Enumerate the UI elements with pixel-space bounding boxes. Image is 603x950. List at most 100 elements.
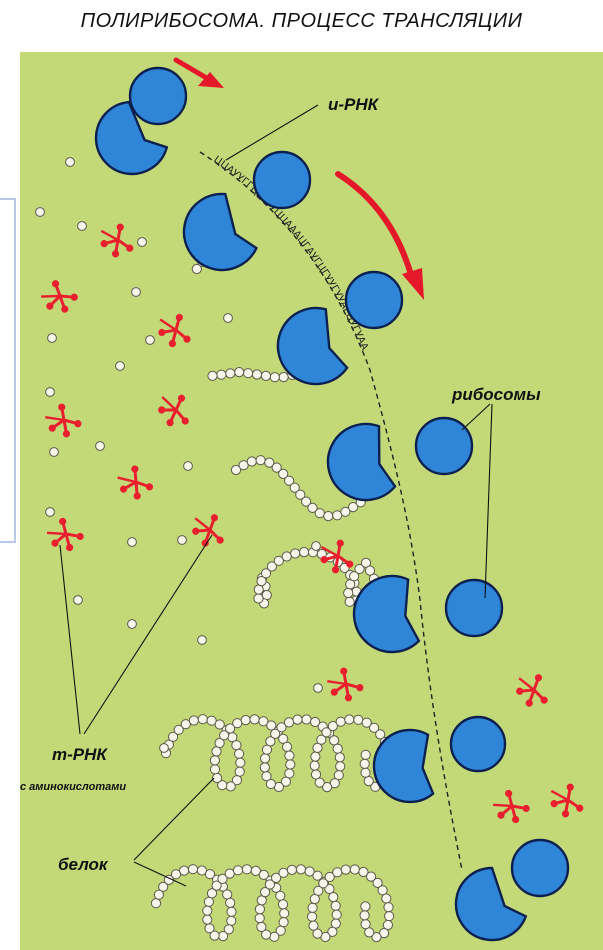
amino-acid-bead-icon <box>233 719 242 728</box>
amino-acid-bead-icon <box>235 767 244 776</box>
amino-acid-bead-icon <box>235 749 244 758</box>
amino-acid-bead-icon <box>311 752 320 761</box>
amino-acid-bead-icon <box>382 894 391 903</box>
amino-acid-bead-icon <box>279 918 288 927</box>
amino-acid-bead-icon <box>287 865 296 874</box>
amino-acid-bead-icon <box>279 373 288 382</box>
amino-acid-bead-icon <box>285 751 294 760</box>
amino-acid-bead-icon <box>282 552 291 561</box>
amino-acid-bead-icon <box>260 763 269 772</box>
amino-acid-bead-icon <box>212 747 221 756</box>
ribosome-small-subunit-icon <box>446 580 502 636</box>
amino-acid-bead-icon <box>128 620 137 629</box>
amino-acid-bead-icon <box>360 911 369 920</box>
amino-acid-bead-icon <box>132 288 141 297</box>
amino-acid-bead-icon <box>188 865 197 874</box>
amino-acid-bead-icon <box>204 897 213 906</box>
amino-acid-bead-icon <box>311 770 320 779</box>
amino-acid-bead-icon <box>361 902 370 911</box>
amino-acid-bead-icon <box>333 744 342 753</box>
amino-acid-bead-icon <box>250 715 259 724</box>
amino-acid-bead-icon <box>138 238 147 247</box>
amino-acid-bead-icon <box>227 916 236 925</box>
amino-acid-bead-icon <box>257 922 266 931</box>
amino-acid-bead-icon <box>233 866 242 875</box>
amino-acid-bead-icon <box>208 371 217 380</box>
amino-acid-bead-icon <box>331 901 340 910</box>
amino-acid-bead-icon <box>284 718 293 727</box>
amino-acid-bead-icon <box>286 760 295 769</box>
amino-acid-bead-icon <box>254 594 263 603</box>
amino-acid-bead-icon <box>223 890 232 899</box>
amino-acid-bead-icon <box>178 536 187 545</box>
amino-acid-bead-icon <box>276 891 285 900</box>
amino-acid-bead-icon <box>336 717 345 726</box>
amino-acid-bead-icon <box>336 762 345 771</box>
amino-acid-bead-icon <box>203 906 212 915</box>
ribosome-small-subunit-icon <box>346 272 402 328</box>
amino-acid-bead-icon <box>345 715 354 724</box>
amino-acid-bead-icon <box>151 899 160 908</box>
amino-acid-bead-icon <box>66 158 75 167</box>
amino-acid-bead-icon <box>226 369 235 378</box>
amino-acid-bead-icon <box>344 588 353 597</box>
amino-acid-bead-icon <box>261 371 270 380</box>
amino-acid-bead-icon <box>146 336 155 345</box>
amino-acid-bead-icon <box>219 932 228 941</box>
amino-acid-bead-icon <box>278 900 287 909</box>
amino-acid-bead-icon <box>345 597 354 606</box>
amino-acid-bead-icon <box>217 370 226 379</box>
amino-acid-bead-icon <box>335 753 344 762</box>
amino-acid-bead-icon <box>198 715 207 724</box>
amino-acid-bead-icon <box>310 761 319 770</box>
ribosome-small-subunit-icon <box>512 840 568 896</box>
amino-acid-bead-icon <box>291 549 300 558</box>
amino-acid-bead-icon <box>184 462 193 471</box>
amino-acid-bead-icon <box>252 370 261 379</box>
amino-acid-bead-icon <box>226 782 235 791</box>
amino-acid-bead-icon <box>384 903 393 912</box>
ribosome-small-subunit-icon <box>416 418 472 474</box>
amino-acid-bead-icon <box>333 868 342 877</box>
amino-acid-bead-icon <box>247 457 256 466</box>
trna-label: т-РНК <box>52 745 108 764</box>
amino-acid-bead-icon <box>36 208 45 217</box>
amino-acid-bead-icon <box>242 865 251 874</box>
amino-acid-bead-icon <box>332 910 341 919</box>
amino-acid-bead-icon <box>312 542 321 551</box>
amino-acid-bead-icon <box>241 716 250 725</box>
amino-acid-bead-icon <box>360 759 369 768</box>
amino-acid-bead-icon <box>283 742 292 751</box>
amino-acid-bead-icon <box>354 715 363 724</box>
amino-acid-bead-icon <box>224 314 233 323</box>
amino-acid-bead-icon <box>226 898 235 907</box>
amino-acid-bead-icon <box>361 768 370 777</box>
amino-acid-bead-icon <box>256 456 265 465</box>
amino-acid-bead-icon <box>279 868 288 877</box>
amino-acid-bead-icon <box>308 903 317 912</box>
amino-acid-bead-icon <box>192 264 201 273</box>
amino-acid-bead-icon <box>189 716 198 725</box>
amino-acid-bead-icon <box>361 920 370 929</box>
amino-acid-bead-icon <box>308 912 317 921</box>
trna-sublabel: с аминокислотами <box>20 781 126 793</box>
mrna-label: и-РНК <box>328 95 380 114</box>
amino-acid-bead-icon <box>48 334 57 343</box>
amino-acid-bead-icon <box>203 915 212 924</box>
amino-acid-bead-icon <box>302 715 311 724</box>
amino-acid-bead-icon <box>128 538 137 547</box>
amino-acid-bead-icon <box>236 758 245 767</box>
amino-acid-bead-icon <box>210 756 219 765</box>
amino-acid-bead-icon <box>329 893 338 902</box>
amino-acid-bead-icon <box>78 222 87 231</box>
amino-acid-bead-icon <box>96 442 105 451</box>
amino-acid-bead-icon <box>350 865 359 874</box>
amino-acid-bead-icon <box>235 368 244 377</box>
amino-acid-bead-icon <box>50 448 59 457</box>
amino-acid-bead-icon <box>244 369 253 378</box>
amino-acid-bead-icon <box>385 912 394 921</box>
amino-acid-bead-icon <box>270 373 279 382</box>
protein-label: белок <box>58 855 109 874</box>
amino-acid-bead-icon <box>116 362 125 371</box>
ribosome-small-subunit-icon <box>451 717 505 771</box>
